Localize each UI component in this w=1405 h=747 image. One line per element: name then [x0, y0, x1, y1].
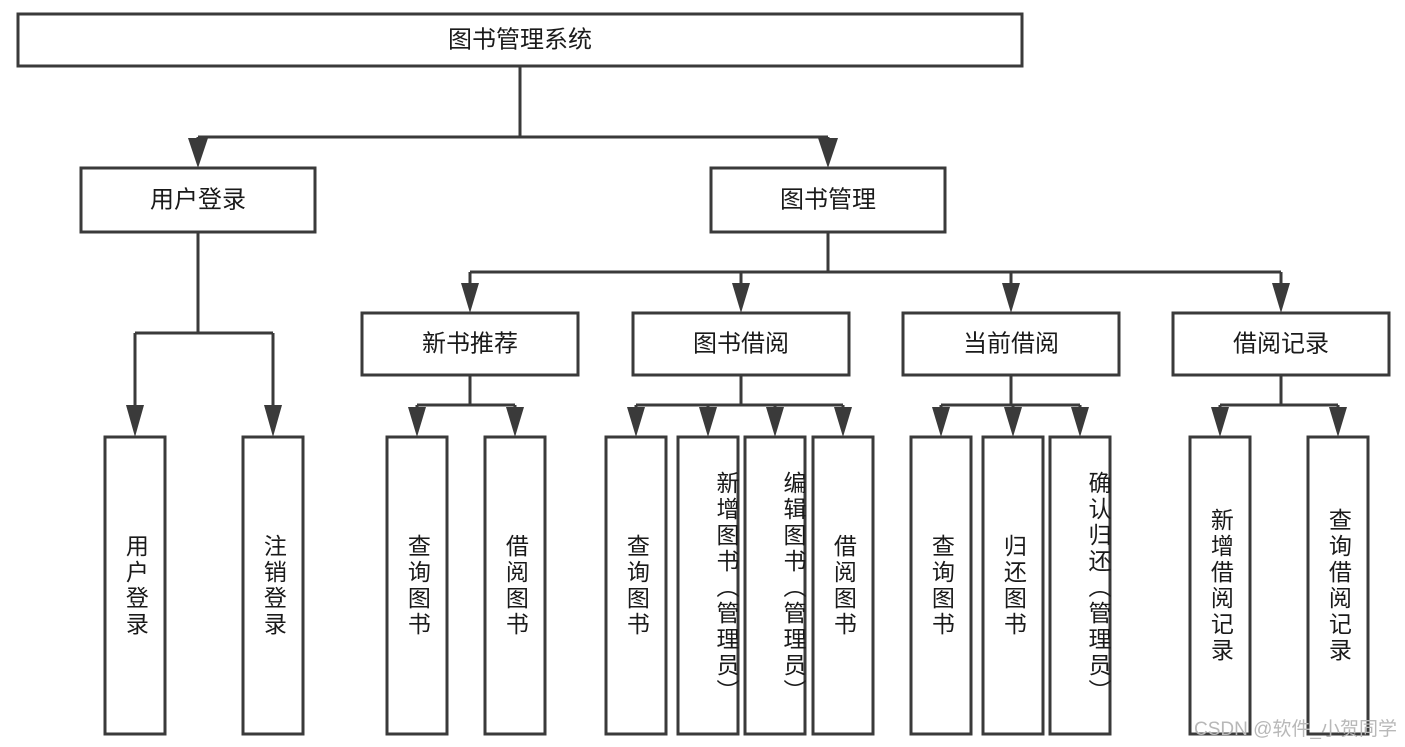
node-book-borrow[interactable]: 图书借阅	[631, 311, 851, 377]
arrow-head-current-leaf-3	[1071, 407, 1089, 437]
node-user-login-label: 用户登录	[150, 186, 246, 213]
arrow-head-book-child-3	[1002, 283, 1020, 313]
csdn-watermark: CSDN @软件_小贺同学	[1194, 719, 1397, 740]
node-new-book-recommend-rect[interactable]	[360, 311, 580, 377]
arrow-head-newbook-leaf-1	[408, 407, 426, 437]
node-current-borrow[interactable]: 当前借阅	[901, 311, 1121, 377]
leaf-rect-edit-book-admin[interactable]	[743, 435, 807, 736]
arrow-head-newbook-leaf-2	[506, 407, 524, 437]
arrow-head-current-leaf-2	[1004, 407, 1022, 437]
arrow-head-root-to-book	[818, 138, 838, 168]
arrow-head-book-child-1	[461, 283, 479, 313]
node-user-login-rect[interactable]	[79, 166, 317, 234]
arrow-head-user-leaf-1	[126, 405, 144, 437]
arrow-head-book-child-2	[732, 283, 750, 313]
node-borrow-records-rect[interactable]	[1171, 311, 1391, 377]
node-borrow-records-label: 借阅记录	[1233, 330, 1329, 357]
arrow-head-records-leaf-2	[1329, 407, 1347, 437]
connector-group-records	[1211, 375, 1347, 437]
arrow-head-current-leaf-1	[932, 407, 950, 437]
connector-group-new-book	[408, 375, 524, 437]
leaf-rect-query-borrow-record[interactable]	[1306, 435, 1370, 736]
leaf-rect-query-book-current[interactable]	[909, 435, 973, 736]
node-new-book-recommend-label: 新书推荐	[422, 330, 518, 357]
node-book-borrow-rect[interactable]	[631, 311, 851, 377]
node-root-label: 图书管理系统	[448, 26, 592, 53]
arrow-head-borrow-leaf-4	[834, 407, 852, 437]
leaf-rect-borrow-book-new[interactable]	[483, 435, 547, 736]
connector-group-user-login	[126, 232, 282, 437]
connector-group-current-borrow	[932, 375, 1089, 437]
arrow-head-book-child-4	[1272, 283, 1290, 313]
leaf-rect-return-book[interactable]	[981, 435, 1045, 736]
connector-group-book-management	[461, 232, 1290, 313]
node-root-rect[interactable]	[16, 12, 1024, 68]
node-new-book-recommend[interactable]: 新书推荐	[360, 311, 580, 377]
arrow-head-user-leaf-2	[264, 405, 282, 437]
node-current-borrow-rect[interactable]	[901, 311, 1121, 377]
leaf-rect-query-book-new[interactable]	[385, 435, 449, 736]
leaf-rect-add-book-admin[interactable]	[676, 435, 740, 736]
leaf-rect-user-login[interactable]	[103, 435, 167, 736]
arrow-head-root-to-user	[188, 138, 208, 168]
leaf-rect-confirm-return-admin[interactable]	[1048, 435, 1112, 736]
node-borrow-records[interactable]: 借阅记录	[1171, 311, 1391, 377]
node-book-borrow-label: 图书借阅	[693, 330, 789, 357]
node-user-login[interactable]: 用户登录	[79, 166, 317, 234]
leaf-rect-add-borrow-record[interactable]	[1188, 435, 1252, 736]
arrow-head-records-leaf-1	[1211, 407, 1229, 437]
leaf-rect-logout[interactable]	[241, 435, 305, 736]
arrow-head-borrow-leaf-3	[766, 407, 784, 437]
node-book-management[interactable]: 图书管理	[709, 166, 947, 234]
connector-group-root	[188, 66, 838, 168]
node-root[interactable]: 图书管理系统	[16, 12, 1024, 68]
leaf-rect-query-book-borrow[interactable]	[604, 435, 668, 736]
connector-group-borrow	[627, 375, 852, 437]
arrow-head-borrow-leaf-1	[627, 407, 645, 437]
arrow-head-borrow-leaf-2	[699, 407, 717, 437]
node-book-management-rect[interactable]	[709, 166, 947, 234]
node-current-borrow-label: 当前借阅	[963, 330, 1059, 357]
node-book-management-label: 图书管理	[780, 186, 876, 213]
leaf-rect-borrow-book[interactable]	[811, 435, 875, 736]
